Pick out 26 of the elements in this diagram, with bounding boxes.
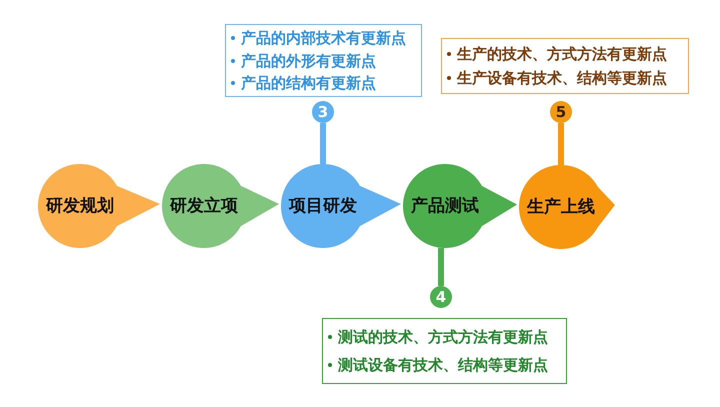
bullet-text: 生产的技术、方式方法有更新点 (457, 45, 667, 63)
bullet-text: 产品的结构有更新点 (241, 74, 376, 92)
pointer-arrow (365, 188, 402, 224)
pointer-arrow (487, 188, 518, 223)
connector-line (438, 248, 444, 286)
connector-line (320, 123, 326, 164)
pointer-arrow (603, 192, 615, 220)
step-label: 生产上线 (527, 197, 595, 217)
note-box (225, 24, 422, 97)
step-label: 项目研发 (289, 196, 357, 216)
bullet-text: 测试设备有技术、结构等更新点 (338, 356, 548, 374)
pointer-arrow (122, 188, 160, 224)
bullet-text: 生产设备有技术、结构等更新点 (457, 69, 667, 87)
bullet-text: 测试的技术、方式方法有更新点 (338, 328, 548, 346)
note-box (322, 318, 567, 384)
pointer-arrow (246, 188, 280, 224)
step-label: 研发规划 (46, 196, 114, 216)
note-box (441, 38, 689, 94)
bullet-text: 产品的外形有更新点 (241, 52, 376, 70)
bullet-text: 产品的内部技术有更新点 (241, 29, 406, 48)
callout-number: 4 (430, 286, 452, 308)
step-label: 产品测试 (411, 196, 479, 216)
callout-number: 3 (312, 101, 334, 123)
callout-number: 5 (550, 101, 572, 123)
step-label: 研发立项 (170, 196, 238, 216)
connector-line (558, 123, 564, 165)
